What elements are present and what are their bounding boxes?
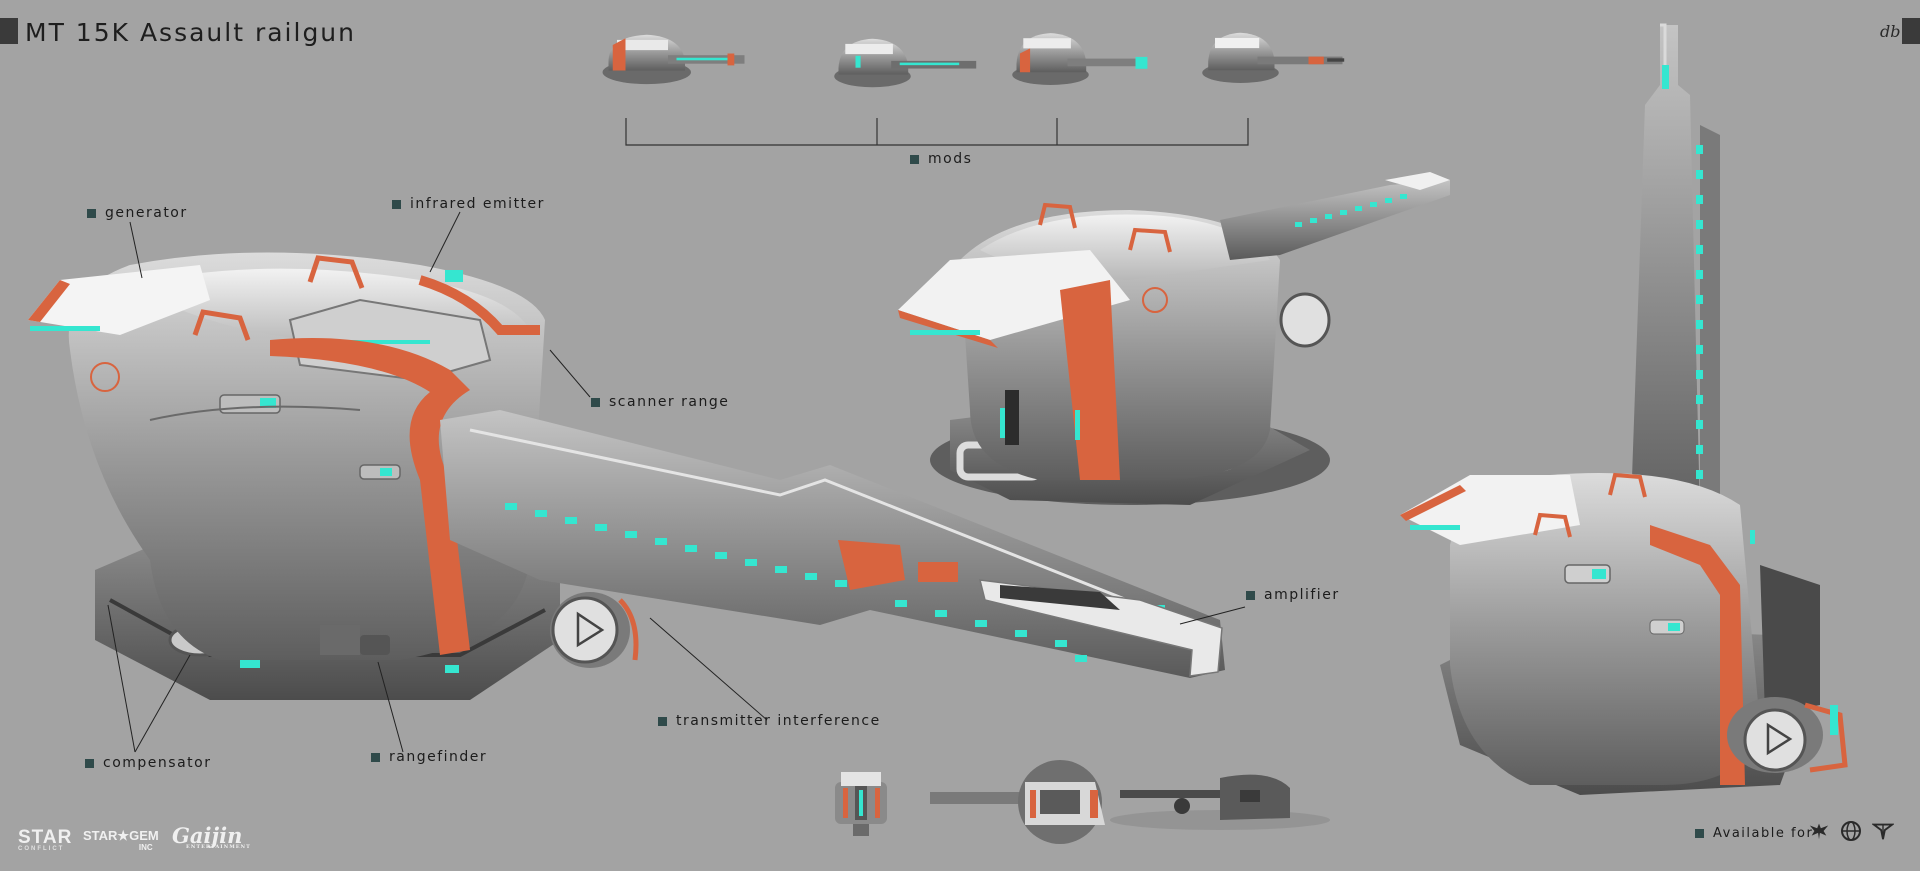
label-transmitter-interference: transmitter interference <box>658 713 881 729</box>
secondary-railgun-view <box>898 172 1450 505</box>
label-scanner-range: scanner range <box>591 394 729 410</box>
star-gem-logo: STAR★GEM INC <box>83 828 159 852</box>
label-compensator: compensator <box>85 755 211 771</box>
label-infrared-emitter: infrared emitter <box>392 196 545 212</box>
platform-icons <box>1808 820 1894 842</box>
label-mods: mods <box>910 151 972 167</box>
wing-emblem-icon <box>1872 820 1894 842</box>
bullet-icon <box>1695 829 1704 838</box>
bullet-icon <box>658 716 667 726</box>
star-gem-logo-subtext: INC <box>138 843 153 852</box>
gaijin-logo-text: Gaijin <box>172 823 243 848</box>
eagle-emblem-icon <box>1808 820 1830 842</box>
label-scanner-range-text: scanner range <box>609 394 730 410</box>
upright-railgun-view <box>1400 23 1848 795</box>
sheet-title: MT 15K Assault railgun <box>25 18 356 47</box>
label-infrared-emitter-text: infrared emitter <box>410 196 545 212</box>
mod-thumbnails <box>602 32 1345 146</box>
label-compensator-text: compensator <box>103 755 212 771</box>
orthographic-views <box>835 760 1330 844</box>
bullet-icon <box>1246 590 1255 600</box>
bullet-icon <box>87 208 96 218</box>
label-available-for: Available for <box>1695 826 1813 841</box>
label-mods-text: mods <box>928 151 973 167</box>
main-railgun-view <box>28 252 1225 700</box>
label-transmitter-interference-text: transmitter interference <box>676 713 881 729</box>
bullet-icon <box>910 154 919 164</box>
bullet-icon <box>392 199 401 209</box>
label-amplifier: amplifier <box>1246 587 1340 603</box>
corner-mark-left <box>0 18 18 44</box>
leader-lines <box>107 211 1246 753</box>
label-amplifier-text: amplifier <box>1264 587 1340 603</box>
label-available-for-text: Available for <box>1713 826 1814 841</box>
star-conflict-logo: STAR CONFLICT <box>18 827 72 852</box>
star-conflict-logo-subtext: CONFLICT <box>18 846 65 852</box>
gaijin-logo-subtext: ENTERTAINMENT <box>186 844 251 850</box>
bullet-icon <box>85 758 94 768</box>
bullet-icon <box>591 397 600 407</box>
star-gem-logo-text: STAR★GEM <box>83 828 159 843</box>
gaijin-logo: Gaijin ENTERTAINMENT <box>172 823 251 850</box>
label-generator-text: generator <box>105 205 188 221</box>
label-rangefinder: rangefinder <box>371 749 487 765</box>
artist-signature: db <box>1880 22 1901 41</box>
corner-mark-right <box>1902 18 1920 44</box>
label-rangefinder-text: rangefinder <box>389 749 488 765</box>
bullet-icon <box>371 752 380 762</box>
star-conflict-logo-text: STAR <box>18 827 73 848</box>
globe-emblem-icon <box>1840 820 1862 842</box>
label-generator: generator <box>87 205 188 221</box>
